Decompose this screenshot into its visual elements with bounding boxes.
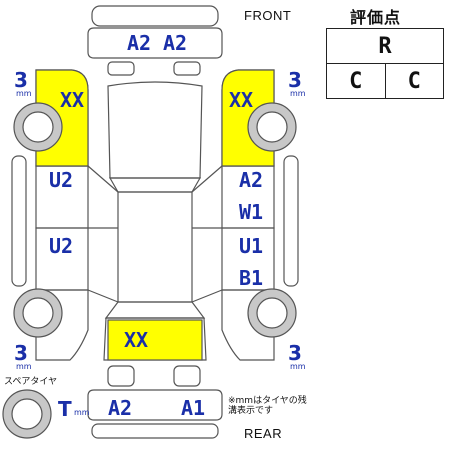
tire-depth-rear-left: 3: [14, 341, 28, 365]
code-right-front-door-2: W1: [239, 200, 264, 224]
code-right-rear-door-2: B1: [239, 266, 264, 290]
score-interior: C: [326, 63, 386, 99]
score-title: 評価点: [350, 8, 402, 27]
code-right-front-door-1: A2: [239, 168, 264, 192]
code-trunk: XX: [124, 328, 149, 352]
front-right-light: [173, 61, 201, 76]
tire-unit-front-left: mm: [16, 89, 32, 98]
tire-depth-front-left: 3: [14, 68, 28, 92]
trunk-outline: [103, 317, 207, 361]
tire-unit-front-right: mm: [290, 89, 306, 98]
rear-right-light: [173, 365, 201, 387]
code-left-rear-door: U2: [49, 234, 74, 258]
front-label: FRONT: [244, 8, 292, 23]
front-left-light: [107, 61, 135, 76]
rear-left-wheel: [13, 288, 63, 338]
spare-tire-label: スペアタイヤ: [4, 377, 58, 387]
rear-label: REAR: [244, 426, 283, 441]
front-left-wheel: [13, 102, 63, 152]
code-rear-bumper-right: A1: [181, 396, 206, 420]
code-rear-bumper-left: A2: [108, 396, 133, 420]
roof: [117, 191, 193, 303]
tire-note: ※mmはタイヤの残溝表示です: [228, 396, 307, 416]
front-bumper-strip: [91, 5, 219, 27]
rear-right-wheel: [247, 288, 297, 338]
score-exterior: C: [384, 63, 444, 99]
rear-bumper: [87, 389, 223, 421]
tire-unit-spare: mm: [74, 408, 90, 417]
score-table: R C C: [326, 28, 444, 99]
front-bumper: [87, 27, 223, 59]
highlight-trunk: [107, 319, 203, 361]
code-front-right-fender: XX: [229, 88, 254, 112]
rear-bumper-strip: [91, 423, 219, 439]
hood: [107, 81, 203, 179]
right-rear-fender: [221, 289, 275, 361]
code-front-bumper-right: A2: [163, 31, 188, 55]
left-rear-fender: [35, 289, 89, 361]
right-sill: [283, 155, 299, 287]
score-overall: R: [326, 28, 444, 64]
rear-window: [104, 301, 206, 319]
tire-depth-rear-right: 3: [288, 341, 302, 365]
code-front-bumper-left: A2: [127, 31, 152, 55]
left-sill: [11, 155, 27, 287]
rear-left-light: [107, 365, 135, 387]
tire-depth-front-right: 3: [288, 68, 302, 92]
tire-unit-rear-left: mm: [16, 362, 32, 371]
windshield: [108, 177, 202, 193]
tire-depth-spare: T: [58, 397, 72, 421]
front-right-wheel: [247, 102, 297, 152]
code-front-left-fender: XX: [60, 88, 85, 112]
spare-tire-wheel: [2, 389, 52, 439]
code-left-front-door: U2: [49, 168, 74, 192]
code-right-rear-door-1: U1: [239, 234, 264, 258]
tire-unit-rear-right: mm: [290, 362, 306, 371]
